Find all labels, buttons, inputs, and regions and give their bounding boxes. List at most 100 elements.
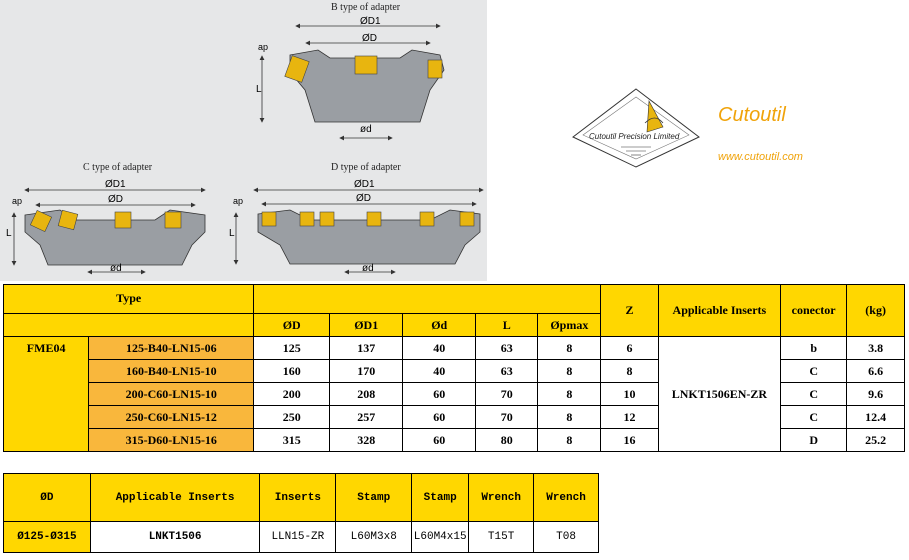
code-cell: 315-D60-LN15-16: [88, 428, 255, 452]
code-cell: 250-C60-LN15-12: [88, 405, 255, 429]
kg-cell: 6.6: [846, 359, 905, 383]
c-type-caption: C type of adapter: [83, 162, 153, 173]
z-cell: 8: [600, 359, 659, 383]
conector-cell: D: [780, 428, 848, 452]
parts-header-wrench1: Wrench: [468, 473, 535, 522]
table-row: 200-C60-LN15-10 200 208 60 70 8 10 C 9.6: [4, 382, 905, 406]
d-cell: 160: [253, 359, 331, 383]
l-cell: 80: [475, 428, 539, 452]
d1-cell: 137: [329, 336, 404, 360]
pmax-cell: 8: [537, 382, 602, 406]
type-header-spacer: [2, 313, 255, 337]
z-cell: 10: [600, 382, 659, 406]
dd-cell: 60: [402, 382, 477, 406]
pmax-cell: 8: [537, 359, 602, 383]
d-type-drawing: ØD1 ØD L ap ød: [229, 179, 484, 275]
l-cell: 70: [475, 382, 539, 406]
c-d-label: ØD: [108, 194, 123, 205]
b-type-drawing: ØD1 ØD L ap ød: [256, 16, 445, 141]
col-inserts: Applicable Inserts: [657, 284, 782, 337]
l-cell: 63: [475, 359, 539, 383]
parts-inserts-cell: LNKT1506: [89, 521, 261, 553]
parts-header-stamp2: Stamp: [411, 473, 470, 522]
parts-header-inserts2: Inserts: [259, 473, 337, 522]
d-d1-label: ØD1: [354, 179, 375, 190]
parts-inserts2-cell: LLN15-ZR: [259, 521, 337, 553]
parts-stamp1-cell: L60M3x8: [335, 521, 413, 553]
z-cell: 6: [600, 336, 659, 360]
l-cell: 70: [475, 405, 539, 429]
col-l: L: [475, 313, 539, 337]
pmax-cell: 8: [537, 336, 602, 360]
kg-cell: 9.6: [846, 382, 905, 406]
code-cell: 125-B40-LN15-06: [88, 336, 255, 360]
drawing-panel: B type of adapter C type of adapter D ty…: [0, 0, 487, 281]
code-cell: 200-C60-LN15-10: [88, 382, 255, 406]
d-d-label: ØD: [356, 193, 371, 204]
c-d1-label: ØD1: [105, 179, 126, 190]
col-z: Z: [600, 284, 659, 337]
conector-cell: b: [780, 336, 848, 360]
d1-cell: 328: [329, 428, 404, 452]
col-d1: ØD1: [329, 313, 404, 337]
parts-d-cell: Ø125-Ø315: [3, 521, 91, 553]
d-l-label: L: [229, 228, 235, 239]
b-dd-label: ød: [360, 124, 372, 135]
dd-cell: 40: [402, 336, 477, 360]
dd-cell: 60: [402, 428, 477, 452]
col-pmax: Øpmax: [537, 313, 602, 337]
d1-cell: 170: [329, 359, 404, 383]
table-row: Ø125-Ø315 LNKT1506 LLN15-ZR L60M3x8 L60M…: [3, 521, 599, 553]
parts-header-stamp1: Stamp: [335, 473, 413, 522]
c-ap-label: ap: [12, 196, 22, 206]
dd-cell: 60: [402, 405, 477, 429]
dd-cell: 40: [402, 359, 477, 383]
parts-table: ØD Applicable Inserts Inserts Stamp Stam…: [3, 473, 599, 553]
d-cell: 200: [253, 382, 331, 406]
parts-wrench1-cell: T15T: [468, 521, 535, 553]
d-ap-label: ap: [233, 196, 243, 206]
conector-cell: C: [780, 359, 848, 383]
inserts-cell: LNKT1506EN-ZR: [657, 336, 782, 452]
z-cell: 16: [600, 428, 659, 452]
pmax-cell: 8: [537, 405, 602, 429]
l-cell: 63: [475, 336, 539, 360]
d-cell: 250: [253, 405, 331, 429]
col-conector: conector: [780, 284, 848, 337]
parts-stamp2-cell: L60M4x15: [411, 521, 470, 553]
code-cell: 160-B40-LN15-10: [88, 359, 255, 383]
company-logo: Cutoutil Precision Limited: [572, 88, 700, 168]
z-cell: 12: [600, 405, 659, 429]
kg-cell: 12.4: [846, 405, 905, 429]
c-l-label: L: [6, 228, 12, 239]
d-dd-label: ød: [362, 263, 374, 274]
b-d-label: ØD: [362, 33, 377, 44]
table-row: 315-D60-LN15-16 315 328 60 80 8 16 D 25.…: [4, 428, 905, 452]
c-type-drawing: ØD1 ØD L ap ød: [6, 179, 206, 275]
b-ap-label: ap: [258, 42, 268, 52]
b-type-caption: B type of adapter: [331, 2, 401, 13]
d-cell: 125: [253, 336, 331, 360]
conector-cell: C: [780, 382, 848, 406]
cutter-drawings: ØD1 ØD L ap ød ØD1 ØD L ap: [6, 16, 484, 275]
col-d: ØD: [253, 313, 331, 337]
pmax-cell: 8: [537, 428, 602, 452]
table-row: FME04 125-B40-LN15-06 125 137 40 63 8 6 …: [2, 336, 905, 452]
kg-cell: 25.2: [846, 428, 905, 452]
parts-wrench2-cell: T08: [533, 521, 599, 553]
parts-header-inserts: Applicable Inserts: [89, 473, 261, 522]
table-row: 160-B40-LN15-10 160 170 40 63 8 8 C 6.6: [4, 359, 905, 383]
d1-cell: 208: [329, 382, 404, 406]
d-type-caption: D type of adapter: [331, 162, 401, 173]
family-cell: FME04: [2, 336, 90, 452]
d-cell: 315: [253, 428, 331, 452]
logo-text: Cutoutil Precision Limited: [589, 132, 680, 141]
b-l-label: L: [256, 84, 262, 95]
col-kg: (kg): [846, 284, 905, 337]
dim-header-blank: [253, 284, 602, 314]
d1-cell: 257: [329, 405, 404, 429]
type-header: Type: [2, 284, 255, 314]
c-dd-label: ød: [110, 263, 122, 274]
b-d1-label: ØD1: [360, 16, 381, 27]
parts-header-wrench2: Wrench: [533, 473, 599, 522]
